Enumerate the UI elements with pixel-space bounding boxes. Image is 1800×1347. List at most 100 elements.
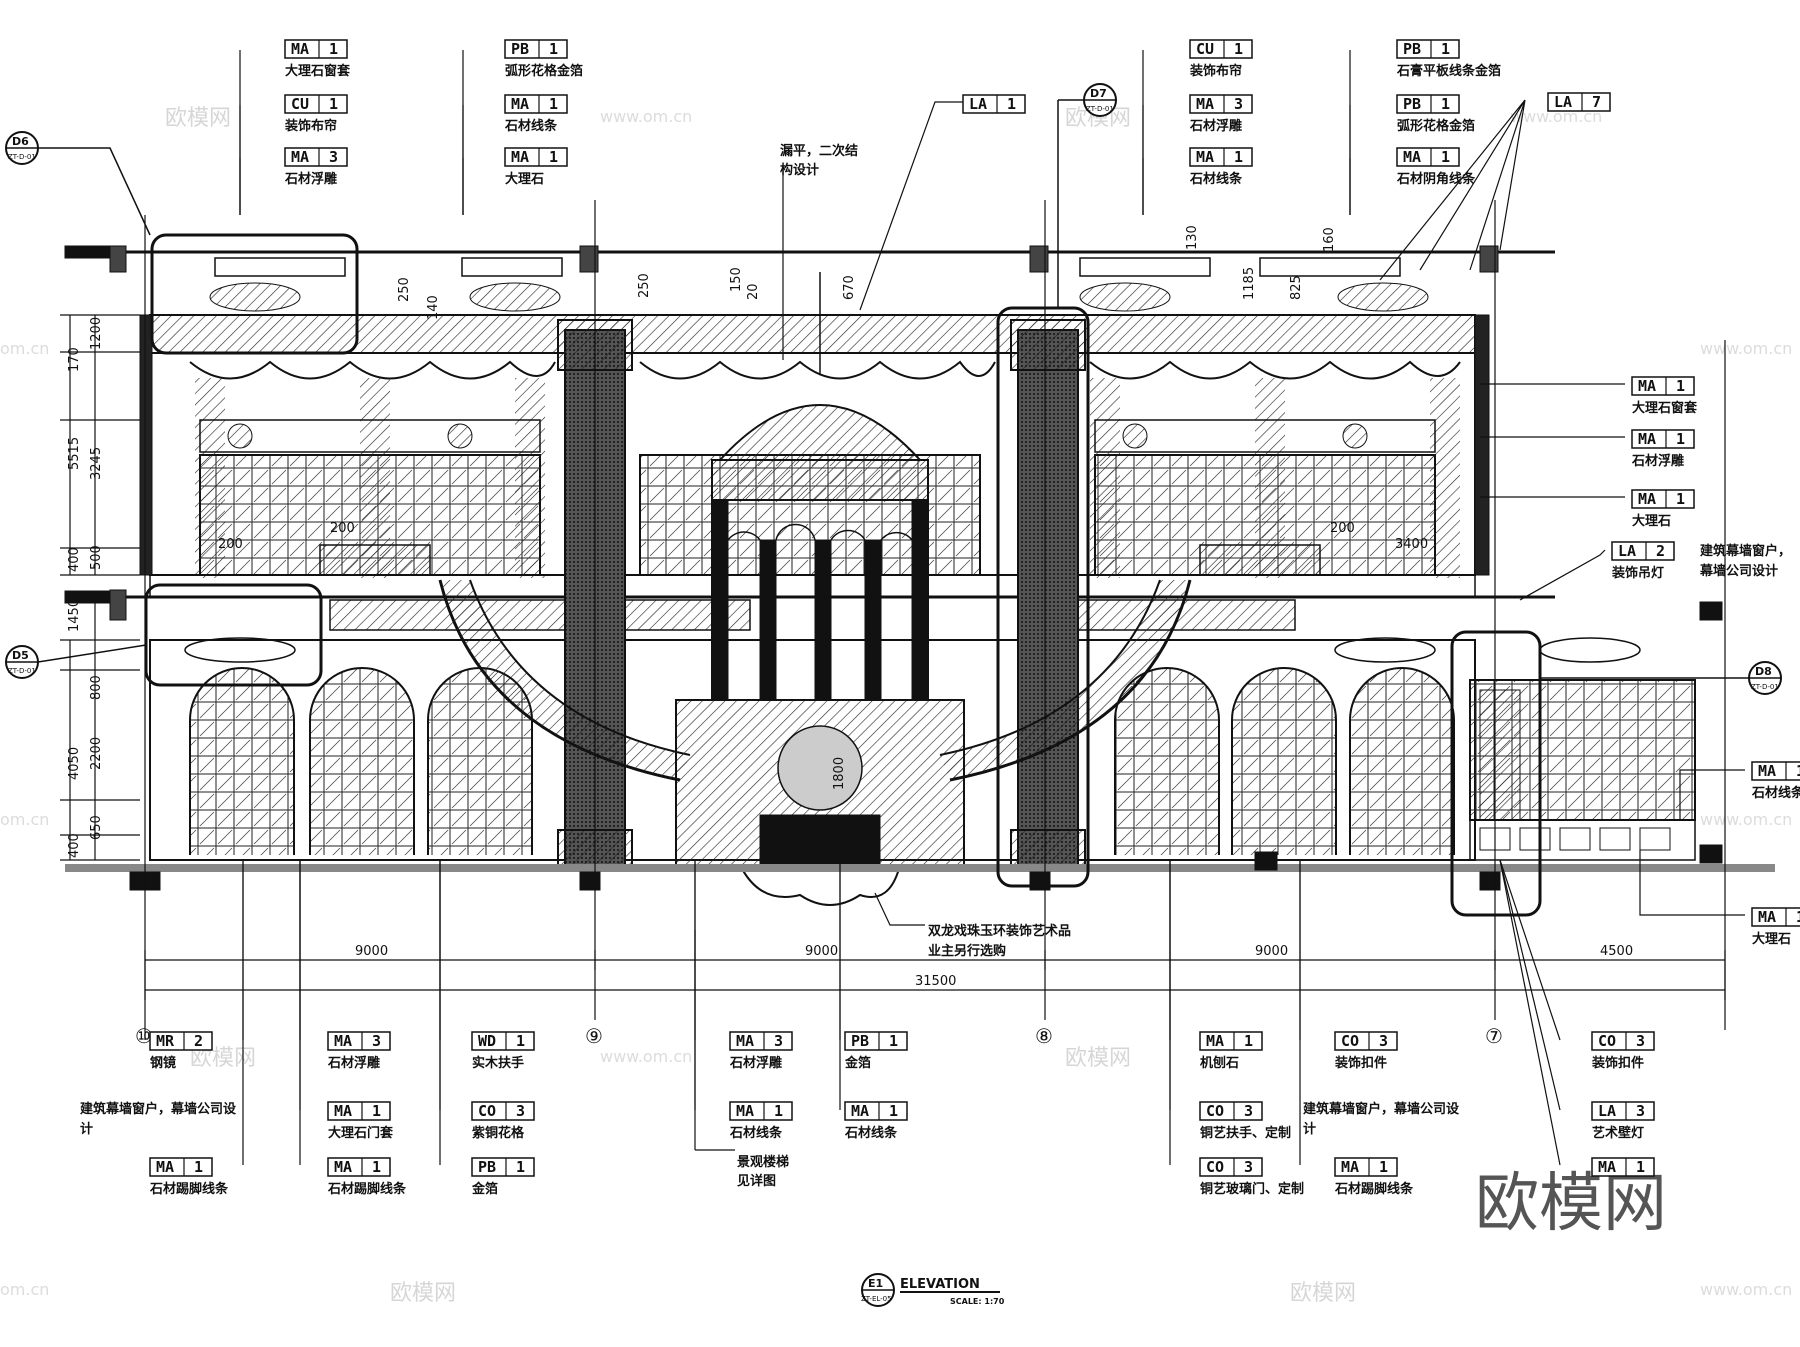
tag-box: [1751, 907, 1800, 927]
tag-leader: [1499, 859, 1561, 1111]
tag-code: MA: [1638, 377, 1656, 395]
tag-box: [1189, 94, 1253, 114]
dim-left: 800: [89, 675, 104, 700]
tag-box: [149, 1031, 213, 1051]
tag-code: MA: [334, 1102, 352, 1120]
tag-description: 铜艺扶手、定制: [1199, 1125, 1291, 1141]
watermark-url: www.om.cn: [1700, 339, 1792, 358]
tag-number: 1: [516, 1032, 525, 1050]
tag-box: [1547, 92, 1611, 112]
tag-number: 1: [329, 95, 338, 113]
tag-code: MA: [334, 1158, 352, 1176]
callout-id: D8: [1755, 665, 1772, 678]
dim-left: 3245: [89, 447, 104, 480]
tag-box: [1631, 429, 1695, 449]
tag-box: [327, 1031, 391, 1051]
tag-description: 钢镜: [150, 1055, 176, 1071]
tag-number: 3: [1234, 95, 1243, 113]
tag-description: 石材线条: [504, 118, 558, 134]
watermarks: 欧模网 www.om.cn 欧模网 www.om.cn om.cn www.om…: [0, 106, 1792, 1306]
tag-description: 弧形花格金箔: [505, 63, 583, 79]
dim-left: 500: [89, 545, 104, 570]
grid-mark-10: ⑩: [135, 1024, 153, 1048]
tag-box: [504, 94, 568, 114]
note-stair: 景观楼梯: [737, 1154, 789, 1170]
tag-code: LA: [1618, 542, 1636, 560]
title-sheet: ZT-EL-05: [861, 1295, 892, 1303]
tag-box: [471, 1101, 535, 1121]
tag-code: MA: [511, 148, 529, 166]
note-structure: 漏平，二次结: [780, 143, 858, 159]
tag-number: 1: [1441, 40, 1450, 58]
tag-description: 石材线条: [844, 1125, 898, 1141]
dim-left: 400: [67, 547, 82, 572]
tag-description: 石材踢脚线条: [1334, 1181, 1414, 1197]
watermark-brand: 欧模网: [1065, 1046, 1131, 1071]
tag-number: 3: [1636, 1102, 1645, 1120]
callout-id: D5: [12, 649, 29, 662]
note-curtain-wall: 计: [1303, 1121, 1316, 1137]
tag-number: 1: [549, 95, 558, 113]
tag-code: MA: [1341, 1158, 1359, 1176]
watermark-url: om.cn: [0, 810, 49, 829]
tag-code: MA: [1758, 908, 1776, 926]
tag-description: 石膏平板线条金箔: [1396, 63, 1501, 79]
callout-sheet: ZT-D-01: [8, 153, 36, 161]
tag-description: 石材线条: [729, 1125, 783, 1141]
tag-box: [1591, 1031, 1655, 1051]
tag-box: [327, 1101, 391, 1121]
grid-mark-7: ⑦: [1485, 1024, 1503, 1048]
note-stair: 见详图: [737, 1173, 776, 1189]
note-curtain-wall: 幕墙公司设计: [1699, 563, 1778, 579]
tag-box: [1751, 761, 1800, 781]
tag-box: [284, 147, 348, 167]
tag-code: CO: [1598, 1032, 1616, 1050]
tag-description: 大理石窗套: [285, 63, 351, 79]
dim-inner: 200: [218, 537, 243, 552]
tag-number: 1: [549, 40, 558, 58]
watermark-url: www.om.cn: [1700, 1280, 1792, 1299]
note-curtain-wall: 建筑幕墙窗户，幕墙公司设: [1303, 1101, 1460, 1117]
tag-box: [1631, 376, 1695, 396]
left-dimension-labels: 170 1200 3245 500 400 5515 1450 800 2200…: [67, 317, 104, 858]
tag-number: 3: [372, 1032, 381, 1050]
tag-leader: [1499, 859, 1561, 1166]
tag-number: 1: [889, 1032, 898, 1050]
tag-number: 3: [1379, 1032, 1388, 1050]
tag-box: [1199, 1101, 1263, 1121]
notes: 漏平，二次结 构设计 建筑幕墙窗户， 幕墙公司设计 建筑幕墙窗户，幕墙公司设 计…: [80, 143, 1791, 1189]
tag-code: PB: [851, 1032, 869, 1050]
tag-leader: [1639, 850, 1745, 916]
watermark-brand: 欧模网: [390, 1281, 456, 1306]
tag-number: 1: [1676, 490, 1685, 508]
watermark-brand: 欧模网: [1290, 1281, 1356, 1306]
watermark-brand-large: 欧模网: [1475, 1167, 1667, 1241]
tag-code: CO: [1206, 1102, 1224, 1120]
dim-inner: 825: [1289, 275, 1304, 300]
left-dimensions: [60, 314, 140, 861]
callout-sheet: ZT-D-01: [1086, 105, 1114, 113]
dim-left: 1200: [89, 317, 104, 350]
tag-number: 1: [1379, 1158, 1388, 1176]
tag-number: 1: [1796, 762, 1800, 780]
tag-number: 1: [1441, 148, 1450, 166]
note-curtain-wall: 建筑幕墙窗户，幕墙公司设: [80, 1101, 237, 1117]
tag-number: 1: [329, 40, 338, 58]
tag-leader: [1519, 549, 1606, 601]
tag-description: 石材浮雕: [729, 1055, 782, 1071]
tag-box: [729, 1031, 793, 1051]
tag-description: 装饰布帘: [284, 118, 337, 134]
tag-description: 石材浮雕: [284, 171, 337, 187]
dim-inner: 250: [637, 273, 652, 298]
